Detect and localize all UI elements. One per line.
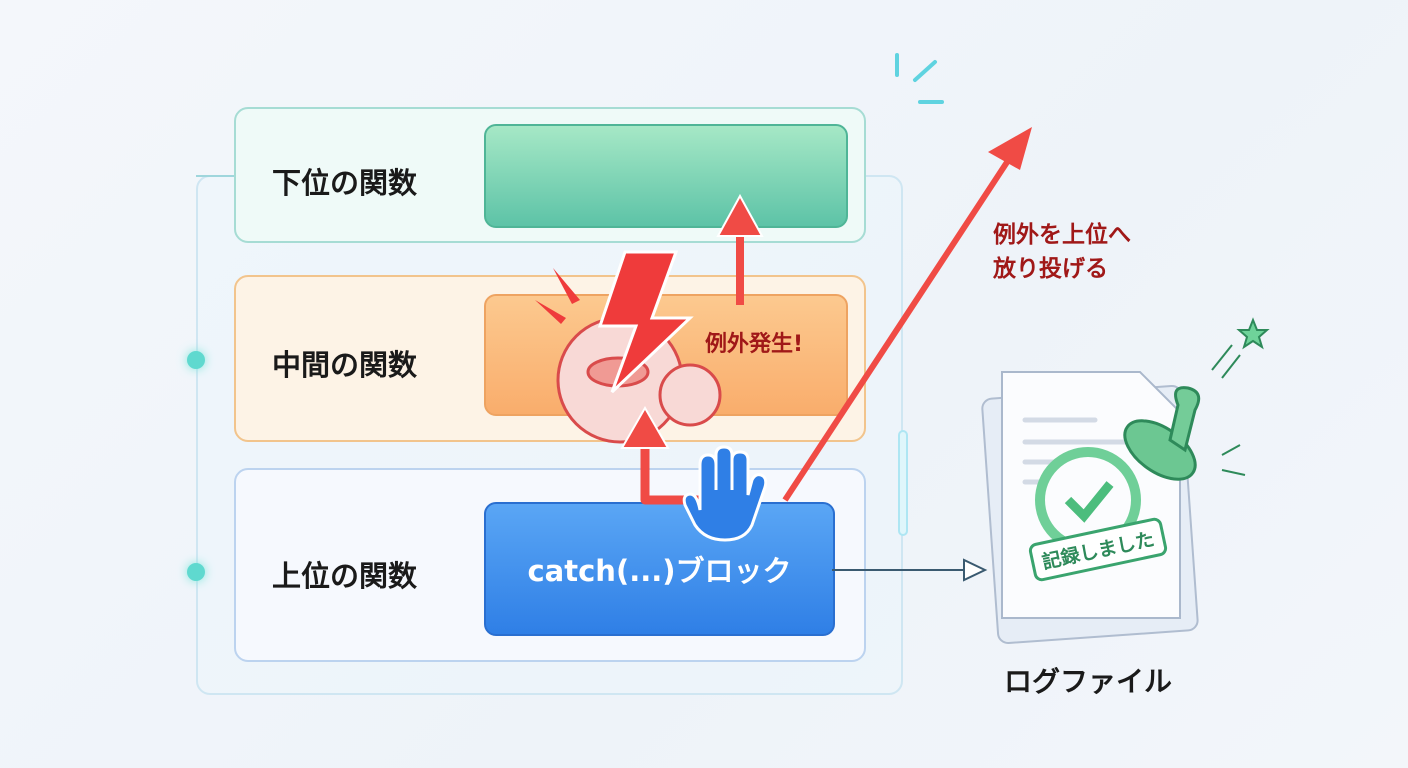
stamp-icon xyxy=(1123,317,1270,481)
log-file-label: ログファイル xyxy=(1004,665,1173,698)
glow-bar xyxy=(898,430,908,536)
connector-line xyxy=(196,175,236,177)
sparkle-icon xyxy=(895,53,944,104)
exception-occurred-label: 例外発生! xyxy=(705,332,804,357)
burst-icon xyxy=(535,268,580,324)
middle-function-label: 中間の関数 xyxy=(272,348,418,382)
rethrow-arrow xyxy=(782,127,1032,502)
rethrow-line-1: 例外を上位へ xyxy=(993,222,1131,248)
catch-block: catch(...)ブロック xyxy=(484,502,835,636)
log-file-icon xyxy=(981,371,1199,645)
upper-function-label: 上位の関数 xyxy=(272,559,418,593)
rethrow-line-2: 放り投げる xyxy=(993,256,1108,282)
log-arrow xyxy=(832,558,988,582)
lower-function-label: 下位の関数 xyxy=(272,166,418,200)
catch-block-label: catch(...)ブロック xyxy=(527,554,792,588)
connector-dot-middle xyxy=(187,351,205,369)
connector-dot-upper xyxy=(187,563,205,581)
lower-function-block xyxy=(484,124,848,228)
rethrow-label: 例外を上位へ 放り投げる xyxy=(993,218,1131,286)
arrow-catch-to-middle xyxy=(620,405,700,505)
arrow-up-to-lower xyxy=(716,193,764,305)
lightning-icon xyxy=(597,250,694,394)
hand-icon xyxy=(682,445,768,542)
